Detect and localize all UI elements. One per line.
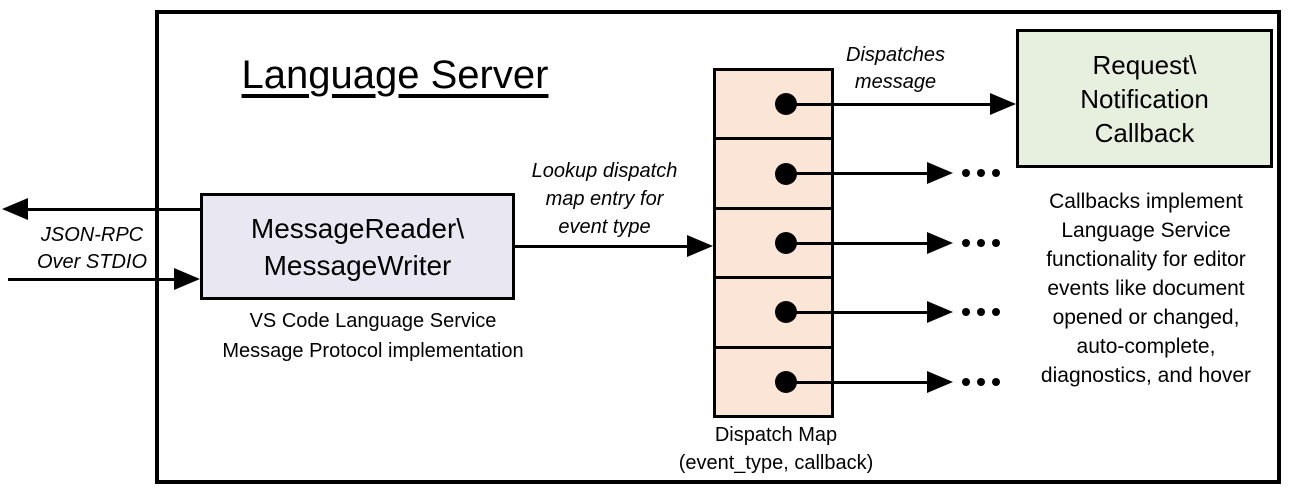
dispatch-arrowhead-icon [927,232,953,254]
dispatch-arrow-line [786,381,927,384]
message-reader-writer-box: MessageReader\ MessageWriter [200,193,515,300]
lookup-arrow-label: Lookup dispatch map entry for event type [531,160,678,238]
callback-box: Request\ Notification Callback [1016,29,1273,168]
stdio-in-arrow-line [8,278,176,281]
ellipsis-icon [962,378,1000,386]
ellipsis-icon [962,169,1000,177]
stdio-out-arrowhead-icon [2,198,28,220]
dispatches-message-label: Dispatches message [846,44,945,93]
dispatch-arrow-line [786,172,927,175]
diagram-title: Language Server [241,53,549,97]
dispatch-map-caption: Dispatch Map (event_type, callback) [678,424,874,474]
language-server-frame [155,10,1281,484]
message-handler-caption: VS Code Language Service Message Protoco… [222,310,524,362]
json-rpc-label: JSON-RPC Over STDIO [36,224,147,273]
dispatch-arrowhead-icon [990,93,1016,115]
dispatch-arrowhead-icon [927,301,953,323]
stdio-in-arrowhead-icon [174,268,200,290]
callback-caption: Callbacks implement Language Service fun… [1040,190,1252,387]
ellipsis-icon [962,308,1000,316]
dispatch-map [713,68,834,418]
ellipsis-icon [962,239,1000,247]
lookup-arrow-line [515,245,689,248]
dispatch-arrow-line [786,242,927,245]
stdio-out-arrow-line [26,208,200,211]
dispatch-arrowhead-icon [927,371,953,393]
dispatch-arrow-line [786,103,990,106]
dispatch-arrow-line [786,311,927,314]
dispatch-arrowhead-icon [927,162,953,184]
lookup-arrowhead-icon [687,235,713,257]
